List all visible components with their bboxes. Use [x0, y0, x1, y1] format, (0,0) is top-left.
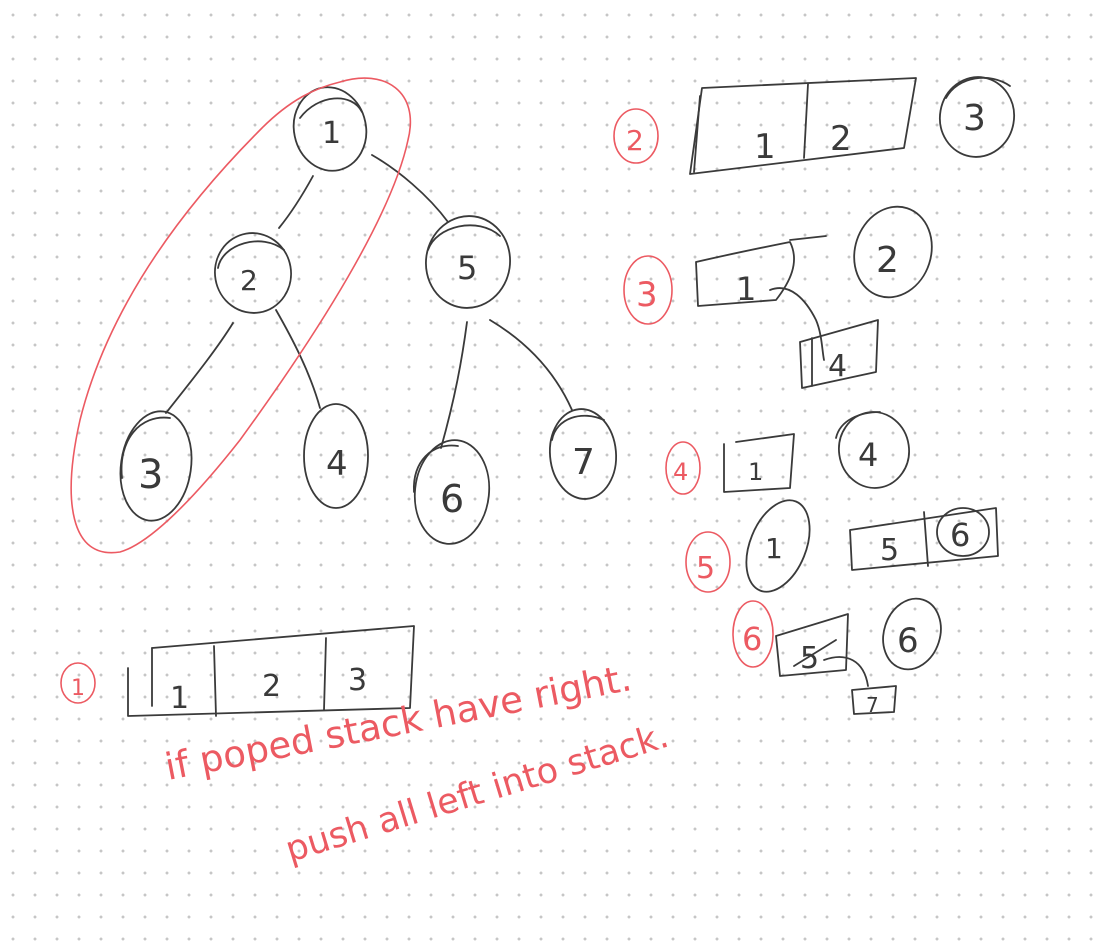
step-3: 3 1 4 2	[623, 205, 933, 389]
step-6: 6 5 7 6	[732, 597, 942, 717]
svg-text:2: 2	[626, 124, 644, 157]
step-3-popped: 2	[853, 205, 933, 299]
step-4: 4 1 4	[665, 411, 910, 495]
svg-text:3: 3	[636, 275, 658, 315]
step-1: 1 1 2 3	[60, 625, 415, 717]
tree-node-5: 5	[425, 215, 511, 309]
node-label: 7	[572, 442, 595, 483]
tree-node-4: 4	[303, 403, 369, 509]
tree-node-1: 1	[292, 86, 368, 172]
edge-2-3	[165, 322, 234, 414]
svg-text:6: 6	[897, 621, 919, 661]
step-5: 5 1 5 6	[685, 499, 999, 593]
step-1-stack: 1 2 3	[127, 625, 415, 717]
step-3-push-arrow	[769, 287, 825, 361]
step-2-popped: 3	[939, 76, 1015, 158]
edge-5-6	[440, 321, 468, 449]
node-label: 6	[440, 477, 464, 521]
left-subtree-highlight-loop	[70, 77, 412, 554]
stack-item-1: 1	[736, 270, 756, 308]
edge-2-4	[275, 309, 321, 409]
stack-item-pushed: 7	[866, 693, 879, 717]
step-4-stack: 1	[723, 433, 795, 493]
node-label: 4	[326, 444, 348, 484]
tree-node-2: 2	[214, 232, 292, 314]
stack-item-2: 2	[830, 119, 852, 159]
svg-text:4: 4	[673, 458, 688, 486]
step-4-marker: 4	[665, 441, 701, 495]
edge-1-5	[371, 154, 449, 223]
stack-item-1: 1	[748, 458, 763, 486]
step-6-pushed-box: 7	[851, 685, 897, 717]
step-6-stack: 5	[775, 613, 849, 677]
step-4-popped: 4	[835, 411, 910, 489]
node-label: 3	[138, 452, 163, 498]
edge-1-2	[278, 175, 314, 229]
step-6-marker: 6	[732, 600, 774, 668]
stack-item-1: 1	[754, 127, 776, 167]
tree-node-3: 3	[119, 410, 193, 522]
step-5-popped: 1	[745, 499, 811, 593]
step-6-push-arrow	[823, 656, 869, 687]
node-label: 2	[240, 264, 258, 297]
node-label: 1	[322, 116, 341, 151]
step-3-stack: 1	[695, 235, 827, 308]
step-3-marker: 3	[623, 255, 673, 325]
svg-text:6: 6	[742, 620, 762, 658]
stack-item-2: 2	[262, 669, 281, 704]
step-5-marker: 5	[685, 531, 731, 593]
strike-through	[793, 639, 837, 667]
step-1-marker: 1	[60, 662, 96, 704]
step-2: 2 1 2 3	[613, 76, 1015, 175]
svg-text:5: 5	[696, 551, 715, 586]
svg-text:3: 3	[963, 98, 986, 139]
stack-item-2: 6	[950, 516, 970, 554]
step-6-popped: 6	[882, 597, 942, 671]
svg-text:4: 4	[858, 436, 878, 474]
step-5-stack: 5 6	[849, 507, 999, 571]
tree-node-7: 7	[548, 408, 618, 500]
edge-5-7	[489, 319, 573, 411]
svg-text:1: 1	[765, 532, 783, 565]
svg-text:2: 2	[876, 240, 899, 281]
step-2-marker: 2	[613, 108, 659, 164]
node-label: 5	[457, 249, 477, 287]
tree-edges	[165, 154, 573, 449]
stack-item-3: 3	[348, 663, 367, 698]
step-3-pushed-box: 4	[799, 319, 879, 389]
stack-item-pushed: 4	[828, 349, 847, 384]
stack-item-1: 5	[800, 641, 819, 676]
step-2-stack: 1 2	[689, 77, 917, 175]
handwritten-note: if poped stack have right. push all left…	[162, 656, 674, 870]
binary-tree: 1 2 5 3 4 6	[70, 77, 618, 554]
stack-item-1: 5	[880, 533, 899, 568]
svg-text:1: 1	[71, 676, 85, 701]
tree-node-6: 6	[413, 439, 491, 545]
stack-item-1: 1	[170, 681, 189, 716]
